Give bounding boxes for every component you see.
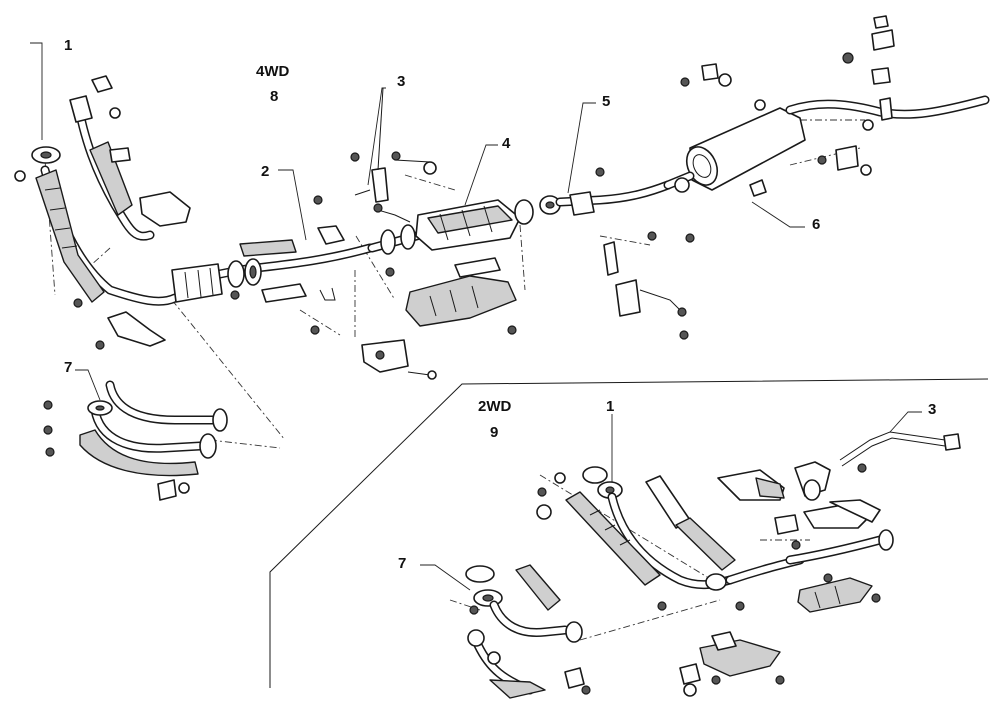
section-number-4wd: 8 [270,88,278,105]
section-divider [269,378,989,688]
hanger-rubber-4wd [313,195,345,245]
callout-6-muffler: 6 [812,216,820,233]
front-exhaust-pipe-4wd [31,146,180,306]
lower-heat-shield-2wd [679,631,785,697]
section-label-2wd: 2WD [478,398,512,415]
callout-3-bracket: 3 [397,73,405,90]
callout-3-2wd: 3 [928,401,936,418]
callout-2-center-pipe: 2 [261,163,269,180]
intermediate-pipe-4wd [539,167,695,340]
leader-lines [30,42,922,591]
heat-shield-upper-4wd [107,191,191,347]
pipe-assembly-7-2wd [465,564,591,699]
converter-shields-2wd [717,469,894,613]
tailpipe-hangers-4wd [817,15,895,176]
clamps-4wd [14,75,131,350]
callout-1-front-pipe: 1 [64,37,72,54]
pipe-3-2wd [794,431,961,501]
support-bracket-lower-4wd [361,339,437,380]
bracket-3-4wd [350,87,437,203]
front-pipe-2wd [536,466,805,611]
muffler-4wd [663,63,990,197]
front-pipe-secondary-4wd [69,95,155,241]
front-pipe-alt-left [43,380,228,501]
callout-1-2wd: 1 [606,398,614,415]
catalytic-converter-4wd [367,199,534,255]
callout-4-converter: 4 [502,135,511,152]
converter-heat-shield-4wd [385,257,517,335]
section-number-2wd: 9 [490,424,498,441]
center-pipe-4wd [171,239,375,335]
callout-5-intermediate-pipe: 5 [602,93,610,110]
callout-7-left: 7 [64,359,72,376]
callout-7-2wd: 7 [398,555,406,572]
section-label-4wd: 4WD [256,63,290,80]
